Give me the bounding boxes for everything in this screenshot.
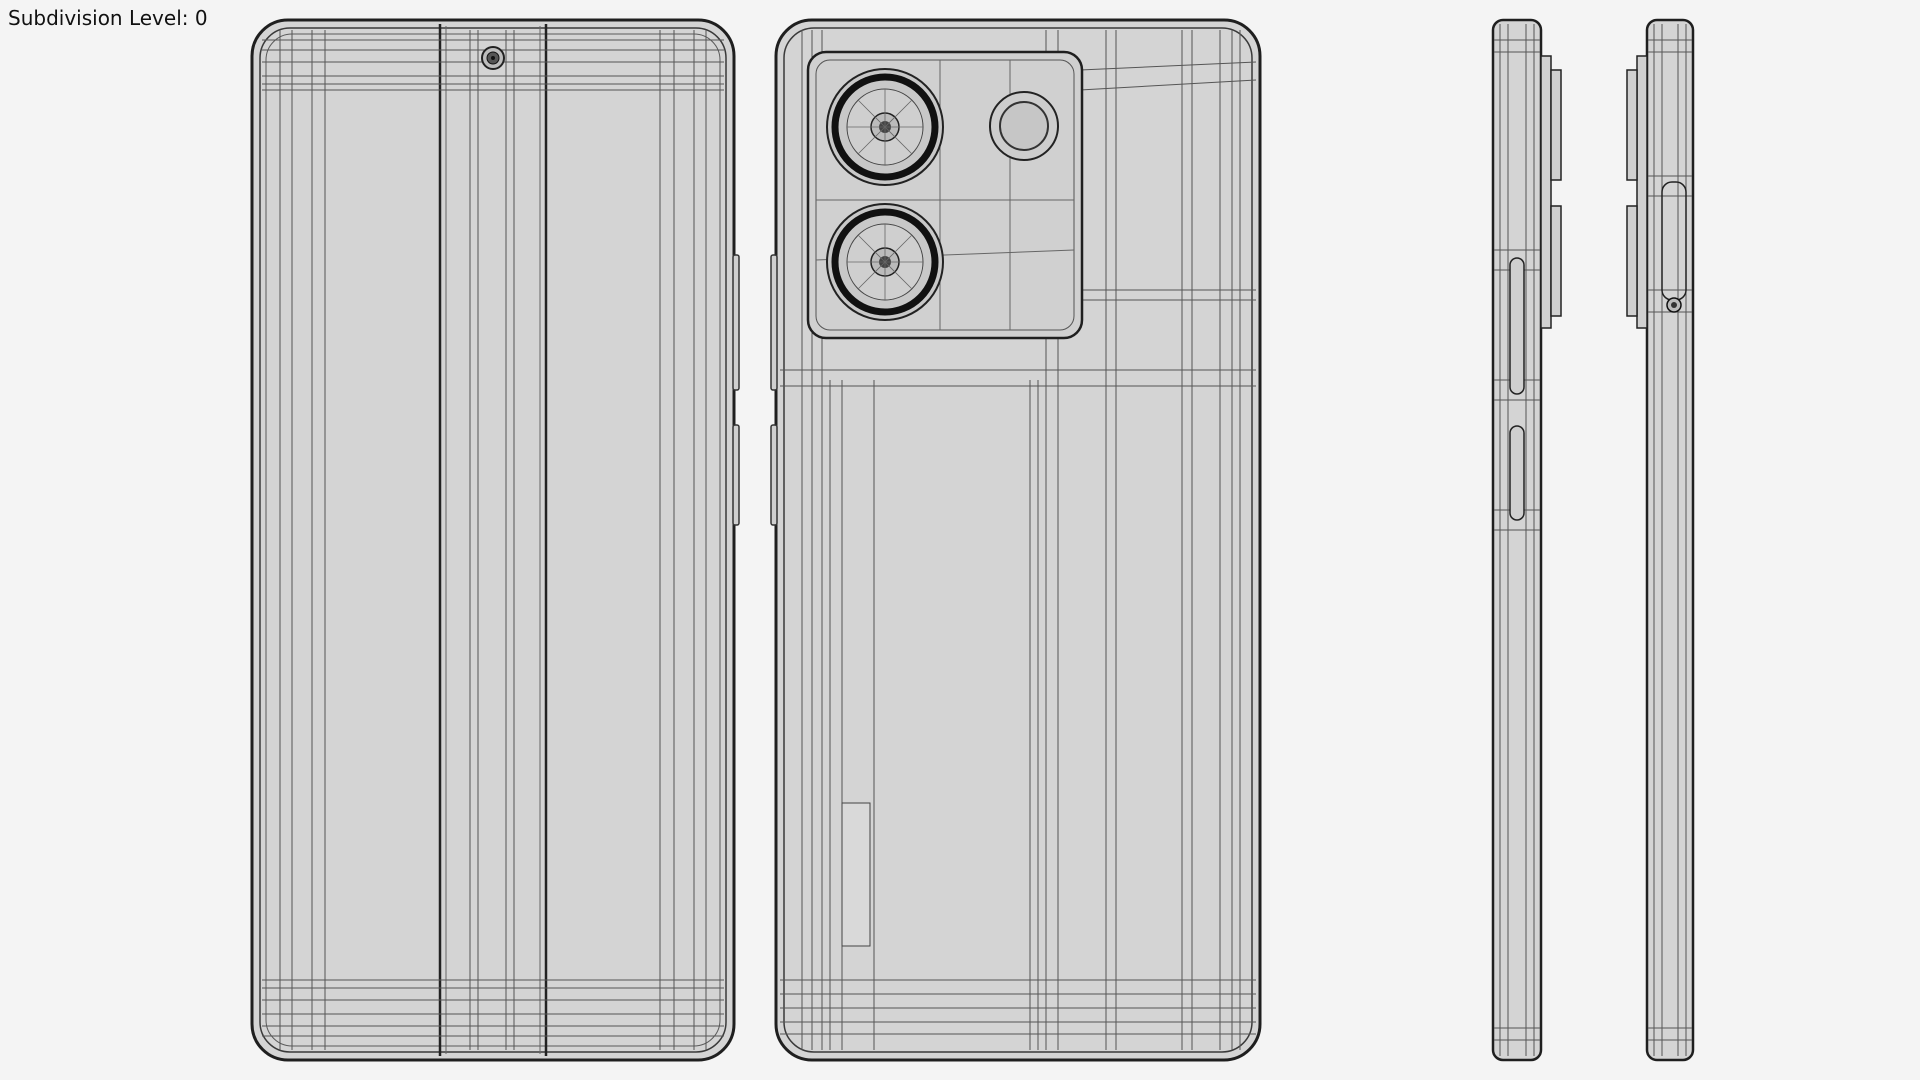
side-right-camera-bump [1626,55,1648,329]
front-center-strips [438,24,548,1056]
subdivision-level-readout: Subdivision Level: 0 [8,6,208,30]
side-left-wires [1494,24,1540,1056]
side-left-camera-bump [1540,55,1562,329]
phone-front-view[interactable] [250,18,740,1062]
front-side-buttons [732,254,740,526]
phone-side-view-left[interactable] [1491,18,1562,1062]
front-screen-border [259,27,727,1053]
front-inner-border [265,33,721,1047]
rear-flash-icon [989,91,1059,161]
front-camera-icon [481,46,505,70]
back-vertical-wires [801,30,1241,1050]
side-left-buttons [1509,257,1525,521]
phone-back-view[interactable] [770,18,1262,1062]
camera-module-inner [815,59,1075,331]
front-center-strip-wires [445,26,541,1054]
back-inner-border [783,27,1253,1053]
back-horizontal-wires [780,61,1257,1035]
back-side-buttons [770,254,778,526]
front-bottom-wires [262,979,724,1037]
rear-lens-top-icon [826,68,944,186]
front-vertical-wires [279,30,707,1050]
rear-label-strip [841,802,871,947]
side-right-port [1661,181,1687,313]
front-body-outline [250,18,736,1062]
rear-lens-bottom-icon [826,203,944,321]
side-left-body [1491,18,1543,1062]
phone-side-view-right[interactable] [1626,18,1695,1062]
side-right-body [1645,18,1695,1062]
